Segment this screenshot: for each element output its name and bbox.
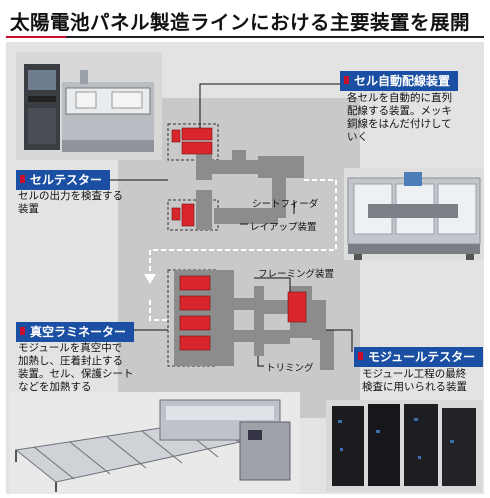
auto-wiring-photo <box>344 168 484 260</box>
desc-vacuum-laminator: モジュールを真空中で 加熱し、圧着封止する 装置。セル、保護シート などを加熱す… <box>18 342 134 393</box>
equipment-blocks <box>171 127 307 351</box>
title-accent <box>6 36 66 38</box>
wiring-zone-frame <box>167 123 219 161</box>
tag-vacuum-laminator: 真空ラミネーター <box>16 322 135 342</box>
flow-arrow-top <box>149 179 337 274</box>
label-framing: フレーミング装置 <box>258 269 335 280</box>
label-trimming: トリミング <box>266 363 314 374</box>
flow-arrow-bottom <box>149 300 170 321</box>
desc-module-tester: モジュール工程の最終 検査に用いられる装置 <box>362 368 467 393</box>
vacuum-laminator-photo <box>10 392 300 494</box>
label-layup: レイアップ装置 <box>250 222 317 233</box>
desc-cell-tester: セルの出力を検査する 装置 <box>18 190 123 215</box>
page-title: 太陽電池パネル製造ラインにおける主要装置を展開 <box>10 11 471 34</box>
title-rule <box>6 36 484 38</box>
tag-module-tester: モジュールテスター <box>354 347 484 367</box>
leader-lines <box>110 83 353 367</box>
tag-auto-wiring: セル自動配線装置 <box>340 71 459 91</box>
cell-tester-photo <box>16 52 162 160</box>
tag-cell-tester: セルテスター <box>16 170 111 190</box>
desc-auto-wiring: 各セルを自動的に直列 配線する装置。メッキ 銅線をはんだ付けして いく <box>347 92 452 143</box>
module-tester-photo <box>326 400 482 492</box>
label-sheet-feeder: シートフィーダ <box>252 199 319 210</box>
